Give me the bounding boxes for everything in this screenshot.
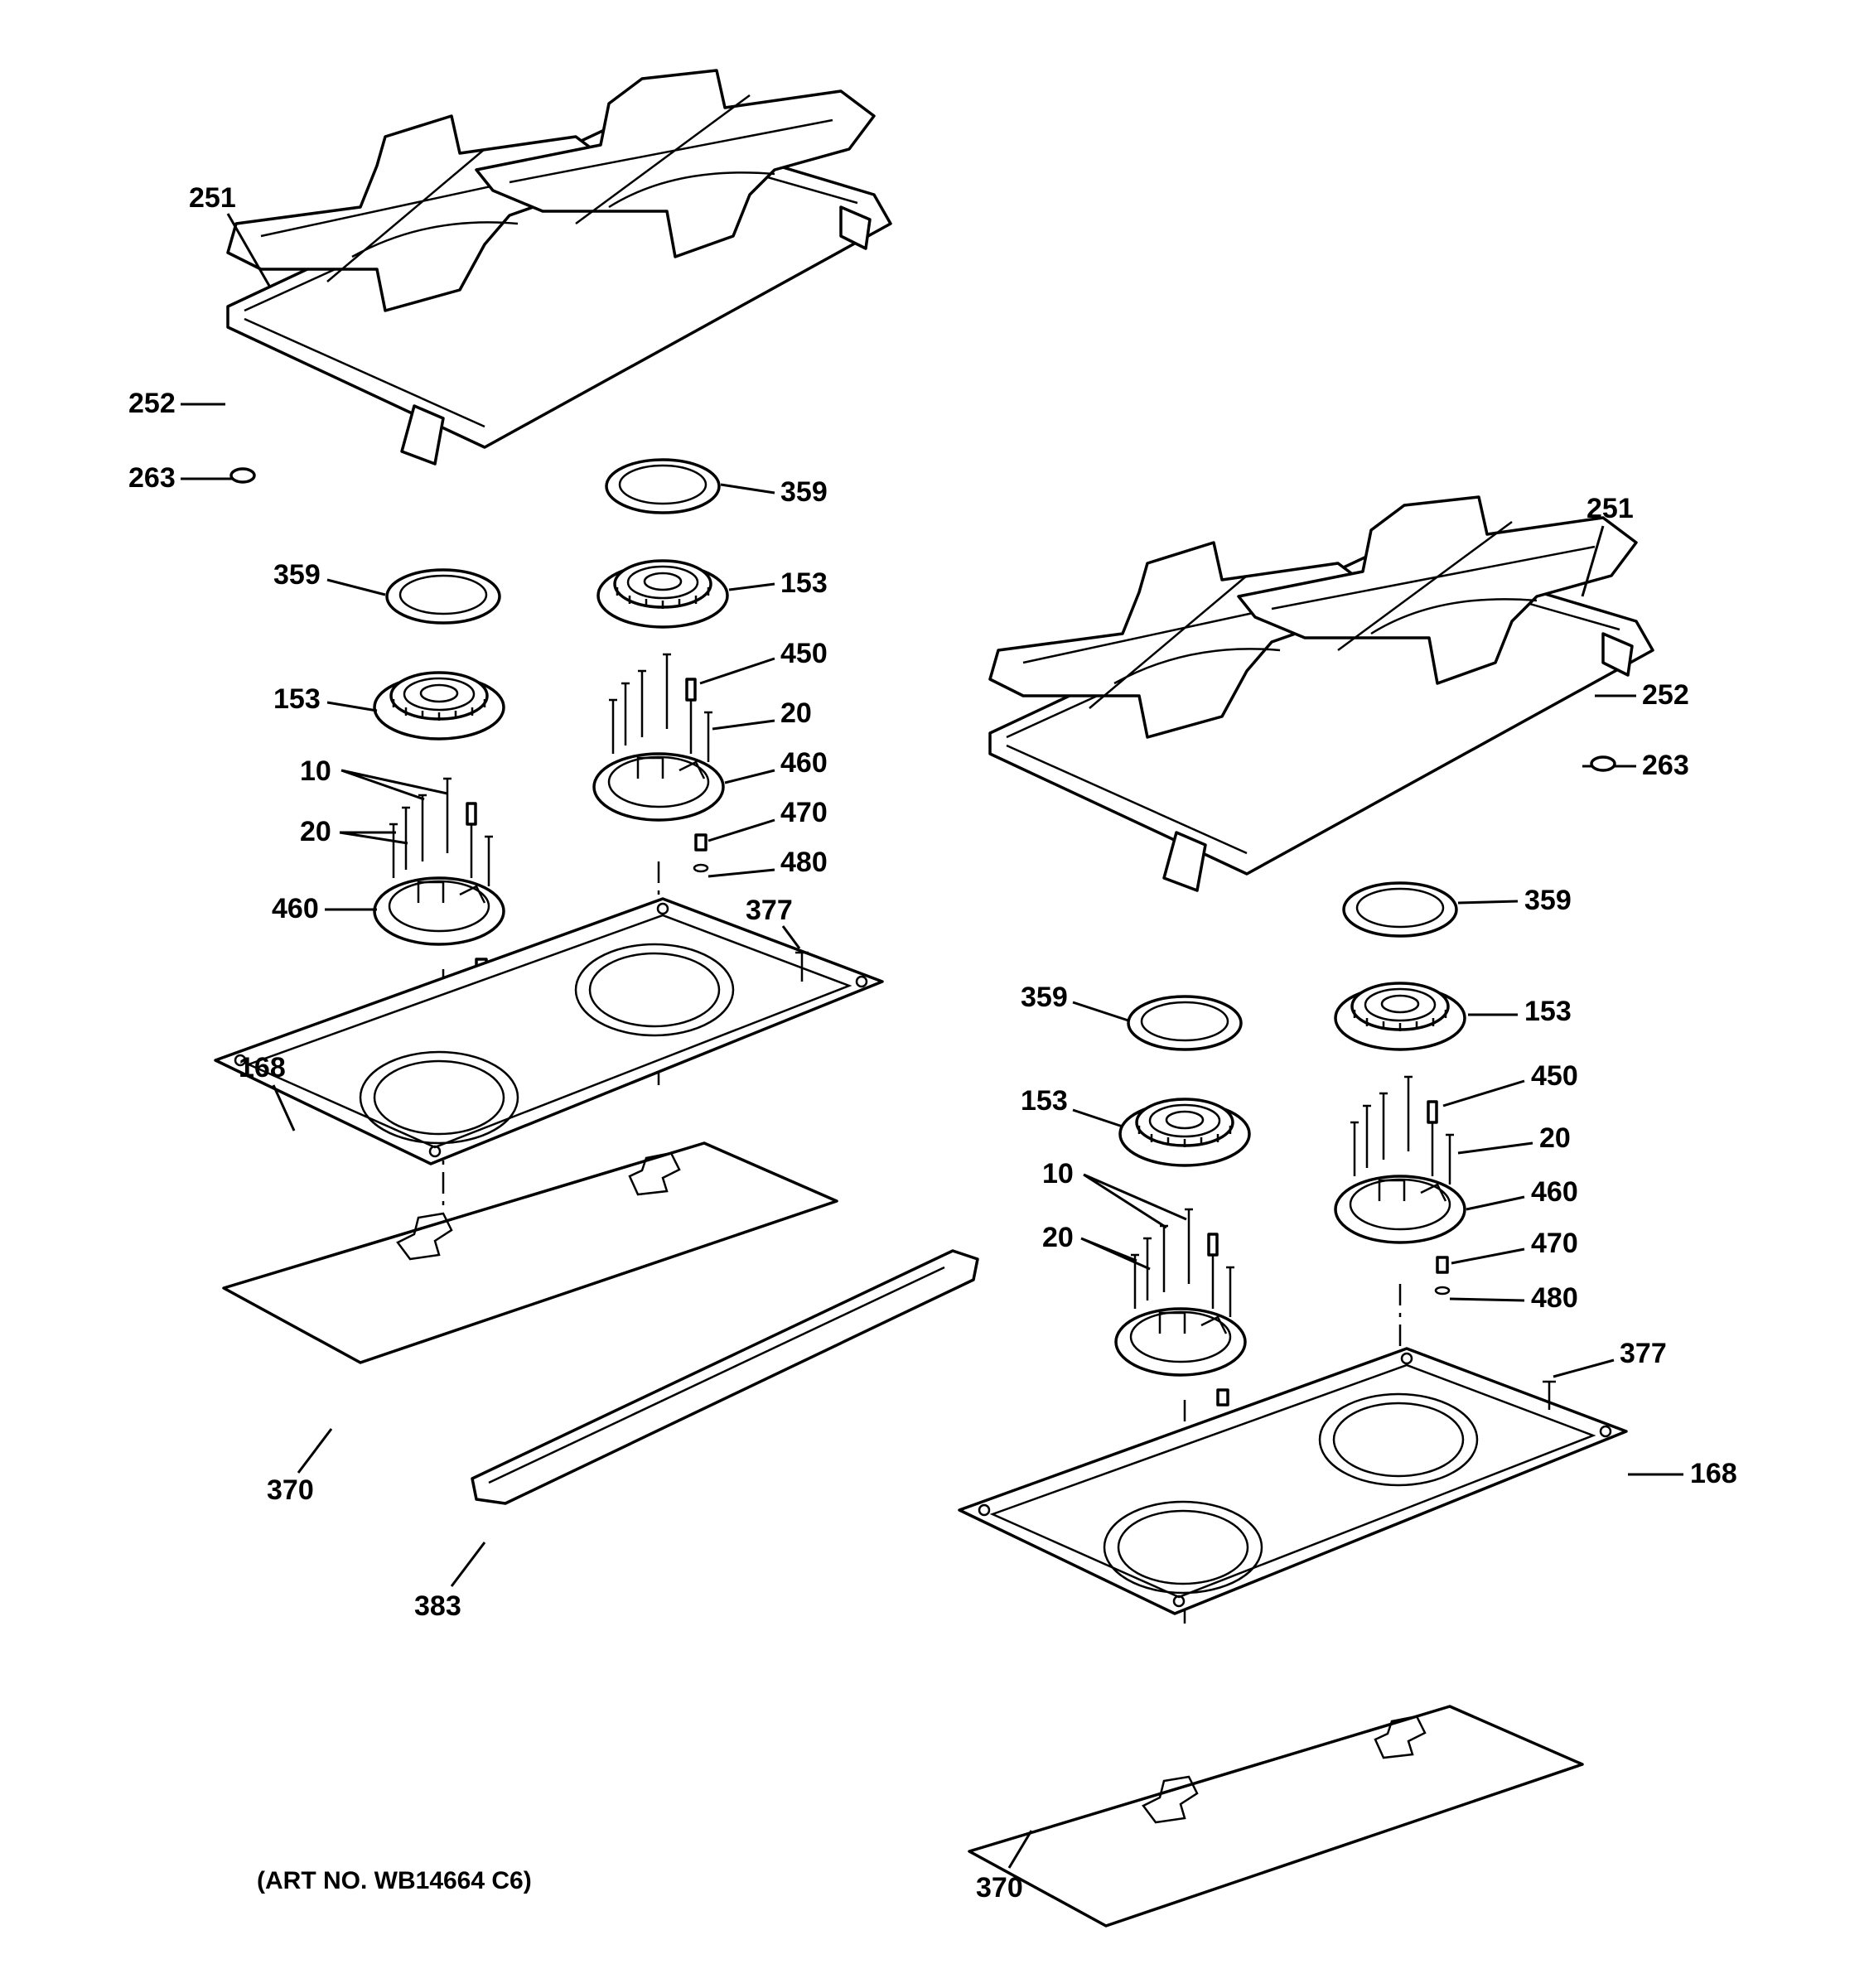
left-burner-box: [214, 897, 884, 1165]
left-insulation-sheet: [222, 1141, 838, 1364]
left-head-front: [373, 671, 505, 741]
left-grate-assembly: [226, 69, 892, 466]
left-head-rear: [596, 559, 729, 629]
label-460-front: 460: [272, 893, 319, 924]
label-480: 480: [780, 847, 828, 878]
left-base-rear: [592, 653, 725, 873]
label-10: 10: [300, 755, 331, 787]
label-460-rear: 460: [780, 747, 828, 779]
right-base-rear: [1334, 1075, 1466, 1296]
right-burner-box: [958, 1347, 1628, 1615]
label-153-rear: 153: [780, 567, 828, 599]
label-370-right: 370: [976, 1872, 1023, 1904]
label-251-right: 251: [1586, 493, 1634, 524]
label-263-right: 263: [1642, 750, 1689, 781]
bracket-383: [471, 1249, 979, 1505]
label-20-right-front: 20: [1042, 1222, 1074, 1253]
label-252: 252: [128, 388, 176, 419]
label-377-left: 377: [746, 895, 793, 926]
label-359-front: 359: [273, 559, 321, 591]
left-cap-rear: [605, 458, 721, 514]
label-153-front: 153: [273, 683, 321, 715]
art-number: (ART NO. WB14664 C6): [257, 1867, 532, 1894]
label-450-right: 450: [1531, 1060, 1578, 1092]
label-153-right-rear: 153: [1524, 996, 1572, 1027]
right-base-front: [1114, 1208, 1247, 1428]
label-359-rear: 359: [780, 476, 828, 508]
label-168-right: 168: [1690, 1458, 1737, 1489]
label-450: 450: [780, 638, 828, 669]
label-153-right-front: 153: [1021, 1085, 1068, 1117]
label-470: 470: [780, 797, 828, 828]
right-head-front: [1118, 1098, 1251, 1167]
right-insulation-sheet: [968, 1705, 1584, 1928]
left-cap-front: [385, 568, 501, 625]
label-383: 383: [414, 1590, 461, 1622]
label-20-right-rear: 20: [1539, 1122, 1571, 1154]
right-cap-front: [1127, 995, 1243, 1051]
label-168-left: 168: [239, 1052, 286, 1083]
right-cap-rear: [1342, 881, 1458, 938]
label-359-right-rear: 359: [1524, 885, 1572, 916]
label-251: 251: [189, 182, 236, 214]
label-359-right-front: 359: [1021, 982, 1068, 1013]
right-grate-assembly: [988, 495, 1654, 892]
label-20-front: 20: [300, 816, 331, 847]
label-460-right-rear: 460: [1531, 1176, 1578, 1208]
label-370-left: 370: [267, 1474, 314, 1506]
label-252-right: 252: [1642, 679, 1689, 711]
label-20-rear: 20: [780, 697, 812, 729]
label-480-right: 480: [1531, 1282, 1578, 1314]
left-labels: 251 252 263 359 359 153 153 450 20 460 4…: [128, 182, 828, 1622]
right-labels: 251 252 263 359 359 153 153 450 20 460 4…: [976, 493, 1737, 1904]
label-377-right: 377: [1620, 1338, 1667, 1369]
label-470-right: 470: [1531, 1228, 1578, 1259]
right-head-rear: [1334, 982, 1466, 1051]
label-10-right: 10: [1042, 1158, 1074, 1189]
label-263: 263: [128, 462, 176, 494]
